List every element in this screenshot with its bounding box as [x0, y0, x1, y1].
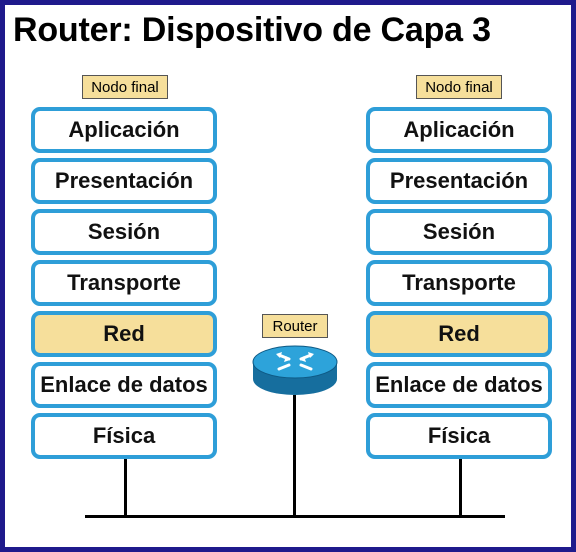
right-layer-network: Red	[366, 311, 552, 357]
left-layer-presentation: Presentación	[31, 158, 217, 204]
router-link	[293, 395, 296, 517]
left-layer-network: Red	[31, 311, 217, 357]
right-layer-physical: Física	[366, 413, 552, 459]
right-layer-presentation: Presentación	[366, 158, 552, 204]
right-node-link	[459, 459, 462, 517]
left-layer-physical: Física	[31, 413, 217, 459]
router-tag: Router	[262, 314, 328, 338]
left-layer-session: Sesión	[31, 209, 217, 255]
left-layer-transport: Transporte	[31, 260, 217, 306]
right-layer-session: Sesión	[366, 209, 552, 255]
right-layer-data-link: Enlace de datos	[366, 362, 552, 408]
right-layer-transport: Transporte	[366, 260, 552, 306]
network-bus	[85, 515, 505, 518]
router-icon	[252, 345, 338, 395]
left-node-tag: Nodo final	[82, 75, 168, 99]
left-layer-application: Aplicación	[31, 107, 217, 153]
left-layer-data-link: Enlace de datos	[31, 362, 217, 408]
right-layer-application: Aplicación	[366, 107, 552, 153]
diagram-frame: Router: Dispositivo de Capa 3 Nodo final…	[5, 5, 571, 547]
page-title: Router: Dispositivo de Capa 3	[13, 11, 491, 49]
right-node-tag: Nodo final	[416, 75, 502, 99]
left-node-link	[124, 459, 127, 517]
